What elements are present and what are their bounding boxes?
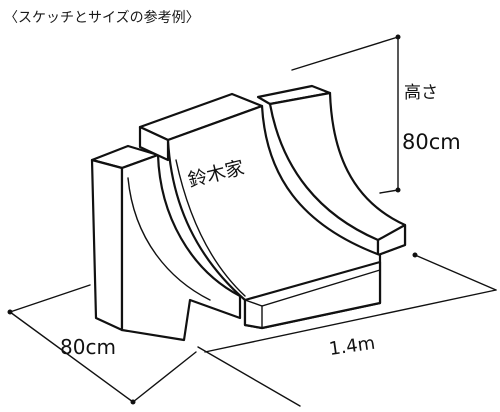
height-title: 高さ	[404, 83, 438, 103]
depth-dimension	[7, 284, 197, 405]
sketch-caption: 〈スケッチとサイズの参考例〉	[4, 10, 200, 26]
middle-block	[138, 92, 382, 330]
left-block	[90, 144, 242, 342]
width-value: 1.4m	[328, 333, 377, 360]
depth-value: 80cm	[60, 335, 116, 359]
height-dimension	[291, 34, 401, 194]
width-dimension	[197, 252, 497, 407]
height-value: 80cm	[402, 130, 461, 154]
right-block	[256, 84, 407, 257]
